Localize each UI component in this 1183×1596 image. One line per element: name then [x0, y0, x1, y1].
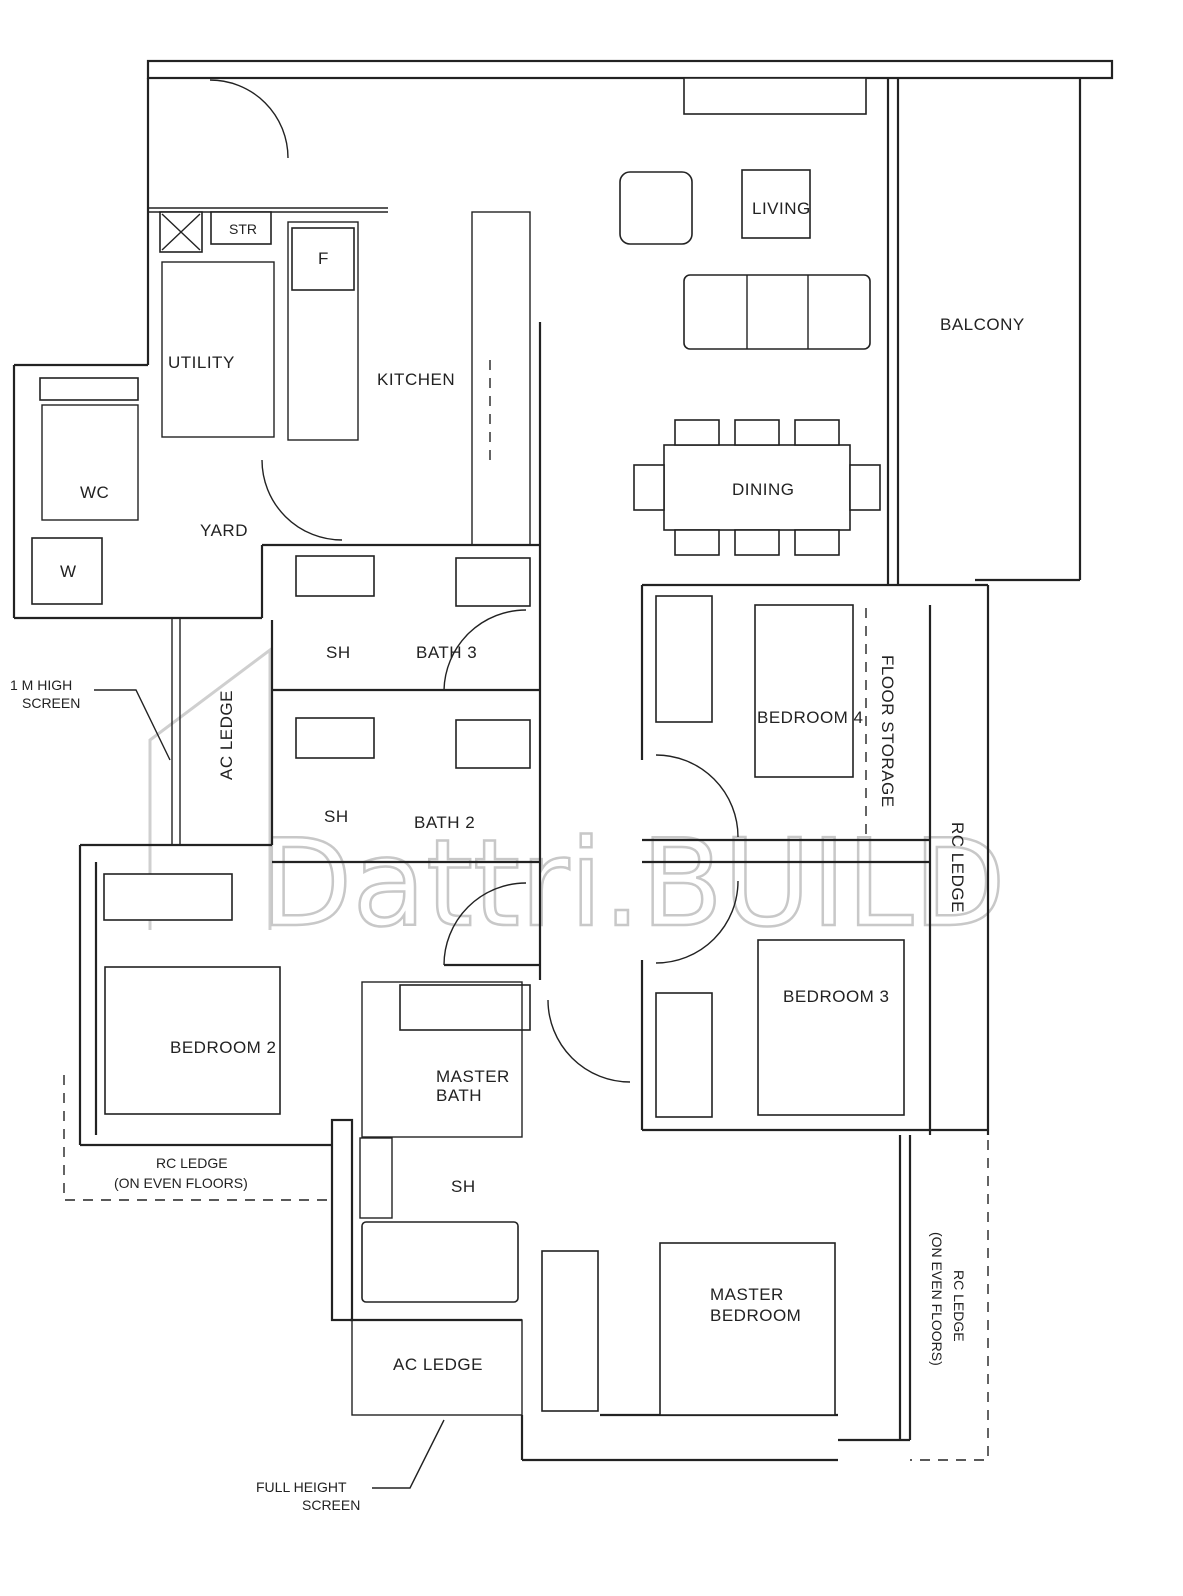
annotation-rc-ledge-even-right-line1: RC LEDGE [951, 1270, 967, 1342]
walls [12, 59, 1114, 1489]
annotation-1m-screen-line1: 1 M HIGH [10, 677, 72, 693]
label-dining: DINING [732, 480, 795, 499]
label-bedroom2: BEDROOM 2 [170, 1038, 277, 1057]
label-master-bath-line2: BATH [436, 1086, 482, 1105]
label-master-bedroom-line1: MASTER [710, 1285, 784, 1304]
label-balcony: BALCONY [940, 315, 1025, 334]
annotation-rc-ledge-even-right-line2: (ON EVEN FLOORS) [929, 1232, 945, 1366]
label-yard: YARD [200, 521, 248, 540]
label-bath3: BATH 3 [416, 643, 477, 662]
label-ac-ledge-bottom: AC LEDGE [393, 1355, 483, 1374]
annotation-rc-ledge-even-line2: (ON EVEN FLOORS) [114, 1175, 248, 1191]
room-labels: LIVING BALCONY KITCHEN DINING UTILITY WC… [60, 199, 1025, 1374]
label-rc-ledge-right: RC LEDGE [948, 822, 967, 913]
annotation-full-height-line2: SCREEN [302, 1497, 360, 1513]
label-bedroom4: BEDROOM 4 [757, 708, 864, 727]
label-shower-bath2: SH [324, 807, 349, 826]
label-utility: UTILITY [168, 353, 235, 372]
annotations: 1 M HIGH SCREEN RC LEDGE (ON EVEN FLOORS… [10, 677, 967, 1513]
label-store: STR [229, 221, 257, 237]
label-wc: WC [80, 483, 109, 502]
label-floor-storage: FLOOR STORAGE [878, 655, 897, 808]
label-shower-master: SH [451, 1177, 476, 1196]
watermark-house-logo [148, 647, 272, 930]
label-bedroom3: BEDROOM 3 [783, 987, 890, 1006]
label-kitchen: KITCHEN [377, 370, 455, 389]
label-master-bath-line1: MASTER [436, 1067, 510, 1086]
label-shower-bath3: SH [326, 643, 351, 662]
label-master-bedroom-line2: BEDROOM [710, 1306, 801, 1325]
annotation-1m-screen-line2: SCREEN [22, 695, 80, 711]
watermark-text: Dattri.BUILD [260, 815, 1006, 954]
label-bath2: BATH 2 [414, 813, 475, 832]
label-ac-ledge-vertical: AC LEDGE [217, 690, 236, 780]
label-washer: W [60, 562, 77, 581]
annotation-full-height-line1: FULL HEIGHT [256, 1479, 347, 1495]
label-fridge: F [318, 249, 329, 268]
annotation-rc-ledge-even-line1: RC LEDGE [156, 1155, 228, 1171]
watermark: Dattri.BUILD [148, 647, 1007, 955]
label-living: LIVING [752, 199, 811, 218]
